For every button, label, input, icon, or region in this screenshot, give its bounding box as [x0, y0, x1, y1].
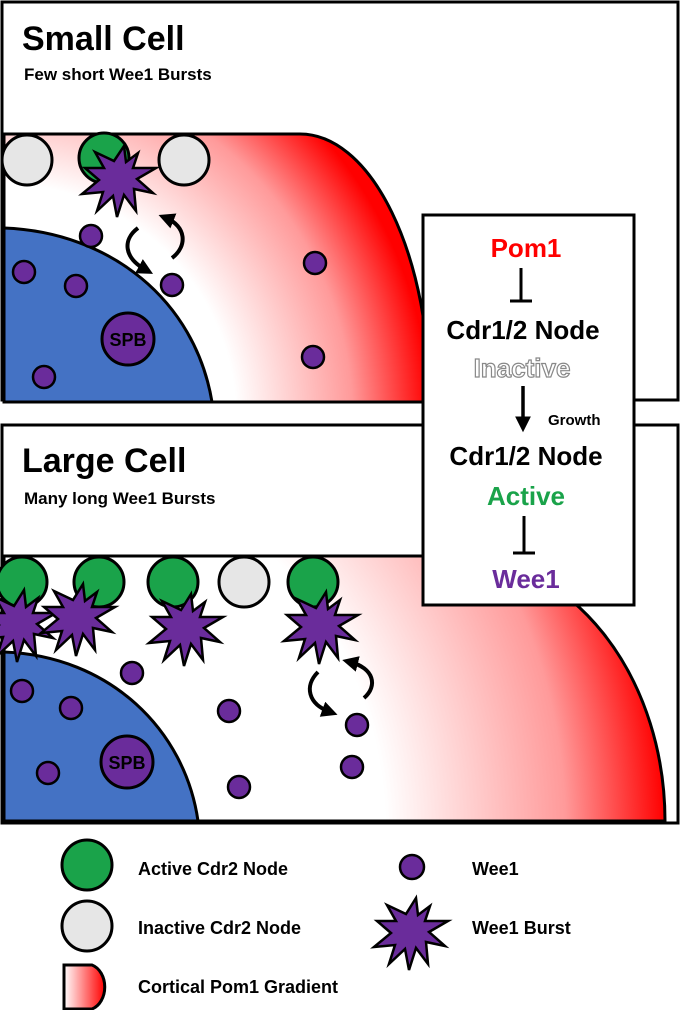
pathway-growth: Growth	[548, 412, 601, 429]
large-cell-subtitle: Many long Wee1 Bursts	[24, 489, 215, 508]
legend-wee1-burst-icon	[370, 894, 453, 971]
pathway-active: Active	[487, 481, 565, 511]
pathway-node-inactive-label: Cdr1/2 Node	[446, 315, 599, 345]
wee1-dot	[302, 250, 328, 276]
inactive-node	[157, 133, 211, 187]
legend-wee1-icon	[398, 853, 426, 881]
wee1-dot	[344, 712, 370, 738]
legend-gradient-label: Cortical Pom1 Gradient	[138, 977, 338, 997]
inactive-node	[217, 555, 271, 609]
exchange-arrow-icon	[158, 213, 185, 260]
wee1-dot	[63, 273, 89, 299]
inactive-node	[0, 133, 54, 187]
legend-wee1-burst-label: Wee1 Burst	[472, 918, 571, 938]
spb-label: SPB	[109, 330, 146, 350]
wee1-dot	[31, 364, 57, 390]
pathway-pom1: Pom1	[491, 233, 562, 263]
legend-wee1-label: Wee1	[472, 859, 519, 879]
wee1-dot	[339, 754, 365, 780]
wee1-dot	[226, 774, 252, 800]
wee1-burst	[280, 588, 363, 665]
exchange-arrow-icon	[342, 656, 375, 700]
spb	[99, 734, 155, 790]
wee1-burst	[78, 142, 161, 218]
wee1-burst	[145, 590, 228, 667]
wee1-dot	[159, 272, 185, 298]
inhibition-icon	[513, 516, 535, 555]
wee1-dot	[300, 344, 326, 370]
legend-inactive-node-icon	[60, 899, 114, 953]
exchange-arrow-icon	[307, 670, 338, 717]
small-cell-subtitle: Few short Wee1 Bursts	[24, 65, 212, 84]
wee1-dot	[35, 760, 61, 786]
pathway-wee1: Wee1	[492, 564, 559, 594]
wee1-dot	[9, 678, 35, 704]
exchange-arrow-icon	[125, 226, 154, 274]
legend-inactive-node-label: Inactive Cdr2 Node	[138, 918, 301, 938]
small-cell-panel: Small Cell Few short Wee1 Bursts SPB	[0, 0, 680, 404]
legend-gradient-icon	[62, 963, 107, 1010]
inhibition-icon	[510, 268, 532, 303]
wee1-dot	[78, 223, 104, 249]
legend: Active Cdr2 Node Inactive Cdr2 Node Cort…	[60, 838, 571, 1010]
legend-active-node-label: Active Cdr2 Node	[138, 859, 288, 879]
small-cell-title: Small Cell	[22, 20, 185, 58]
active-node	[286, 555, 340, 609]
pathway-node-active-label: Cdr1/2 Node	[449, 441, 602, 471]
wee1-dot	[216, 698, 242, 724]
pathway-box: Pom1 Cdr1/2 Node Inactive Growth Cdr1/2 …	[421, 213, 636, 607]
wee1-burst	[37, 580, 120, 657]
wee1-dot	[58, 695, 84, 721]
wee1-dot	[119, 660, 145, 686]
spb	[100, 311, 156, 367]
wee1-burst	[0, 586, 61, 663]
pathway-inactive: Inactive	[474, 353, 571, 383]
small-cell-nucleus	[2, 226, 214, 404]
wee1-dot	[11, 259, 37, 285]
spb-label: SPB	[108, 753, 145, 773]
large-cell-title: Large Cell	[22, 442, 186, 480]
legend-active-node-icon	[60, 838, 114, 892]
